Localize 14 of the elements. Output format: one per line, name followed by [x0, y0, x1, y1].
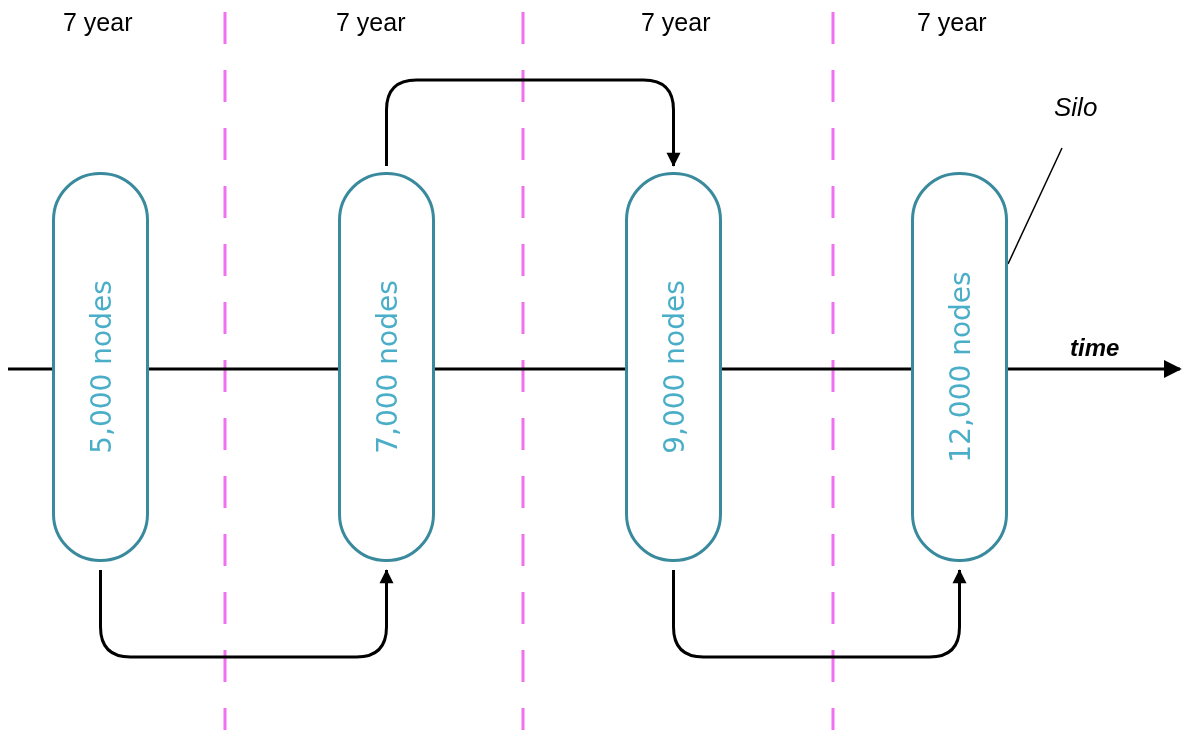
node-count: 5,000 nodes	[84, 280, 117, 454]
period-label: 7 year	[63, 8, 133, 37]
arrow	[385, 78, 681, 167]
leader-line	[1007, 147, 1063, 265]
period-label: 7 year	[917, 8, 987, 37]
period-label: 7 year	[641, 8, 711, 37]
node-count: 7,000 nodes	[370, 280, 403, 454]
arrow	[99, 569, 394, 659]
axis-label: time	[1070, 334, 1120, 362]
silo-label: Silo	[1054, 92, 1098, 122]
node-count: 9,000 nodes	[657, 280, 690, 454]
node-count: 12,000 nodes	[943, 271, 976, 463]
arrow	[672, 569, 967, 659]
period-label: 7 year	[336, 8, 406, 37]
